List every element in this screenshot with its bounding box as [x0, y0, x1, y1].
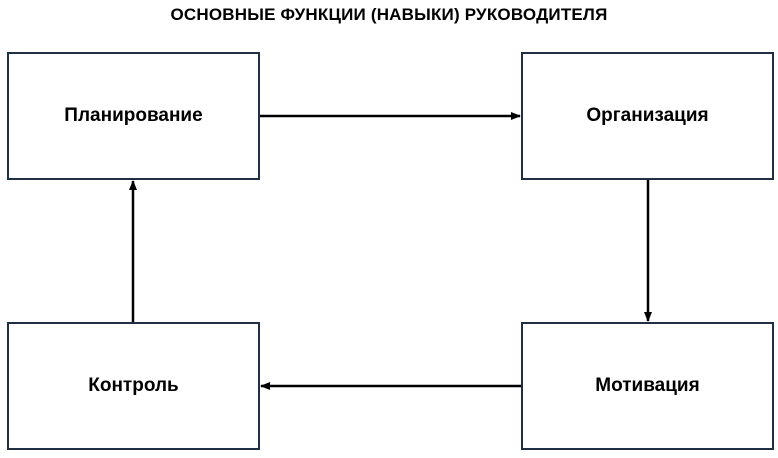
node-control: Контроль [7, 322, 260, 450]
diagram-title: ОСНОВНЫЕ ФУНКЦИИ (НАВЫКИ) РУКОВОДИТЕЛЯ [170, 5, 608, 24]
node-organization-label: Организация [586, 105, 709, 126]
node-motivation-label: Мотивация [595, 375, 700, 396]
node-planning: Планирование [7, 52, 260, 180]
node-control-label: Контроль [88, 375, 179, 396]
node-motivation: Мотивация [521, 322, 774, 450]
node-planning-label: Планирование [64, 105, 203, 126]
node-organization: Организация [521, 52, 774, 180]
